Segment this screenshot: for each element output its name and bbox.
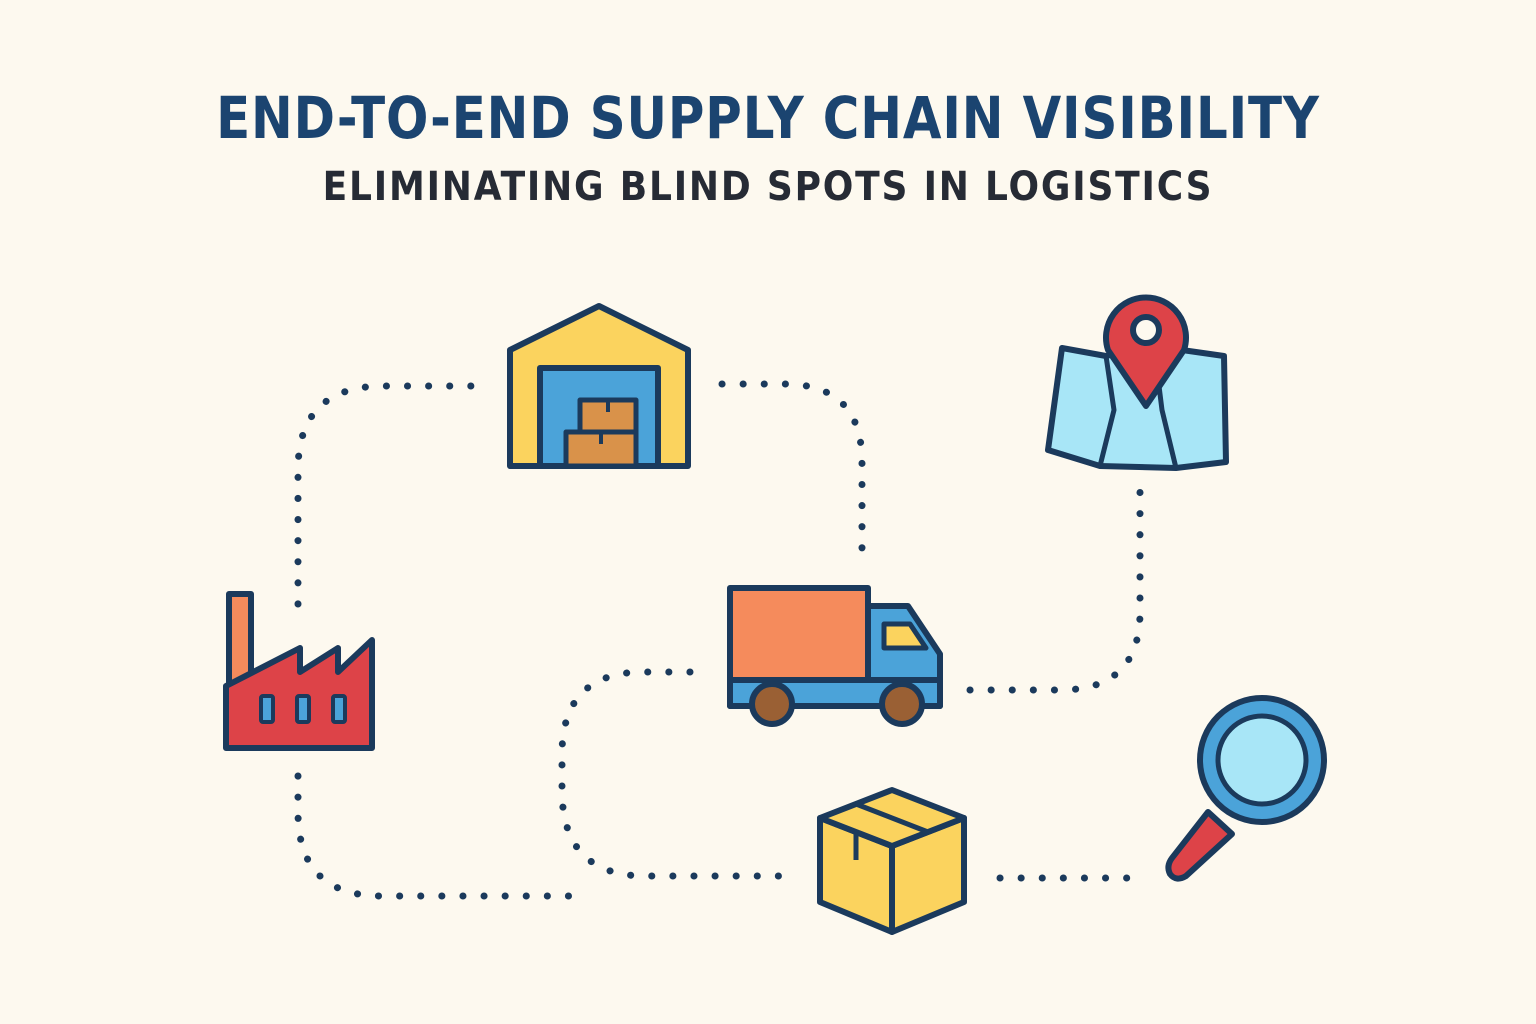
connector-warehouse-truck xyxy=(718,380,866,552)
package-box-icon xyxy=(817,787,967,935)
connector-truck-map xyxy=(966,488,1144,694)
connector-truck-package xyxy=(558,668,788,880)
warehouse-icon xyxy=(507,303,691,469)
factory-icon xyxy=(223,591,375,751)
page-subtitle: ELIMINATING BLIND SPOTS IN LOGISTICS xyxy=(322,164,1214,210)
connector-factory-warehouse xyxy=(294,382,492,608)
delivery-truck-icon xyxy=(727,585,943,727)
map-location-pin-icon xyxy=(1045,294,1229,471)
page-title: END-TO-END SUPPLY CHAIN VISIBILITY xyxy=(216,84,1320,152)
connector-factory-bottom xyxy=(294,772,588,900)
magnifying-glass-icon xyxy=(1165,695,1327,882)
